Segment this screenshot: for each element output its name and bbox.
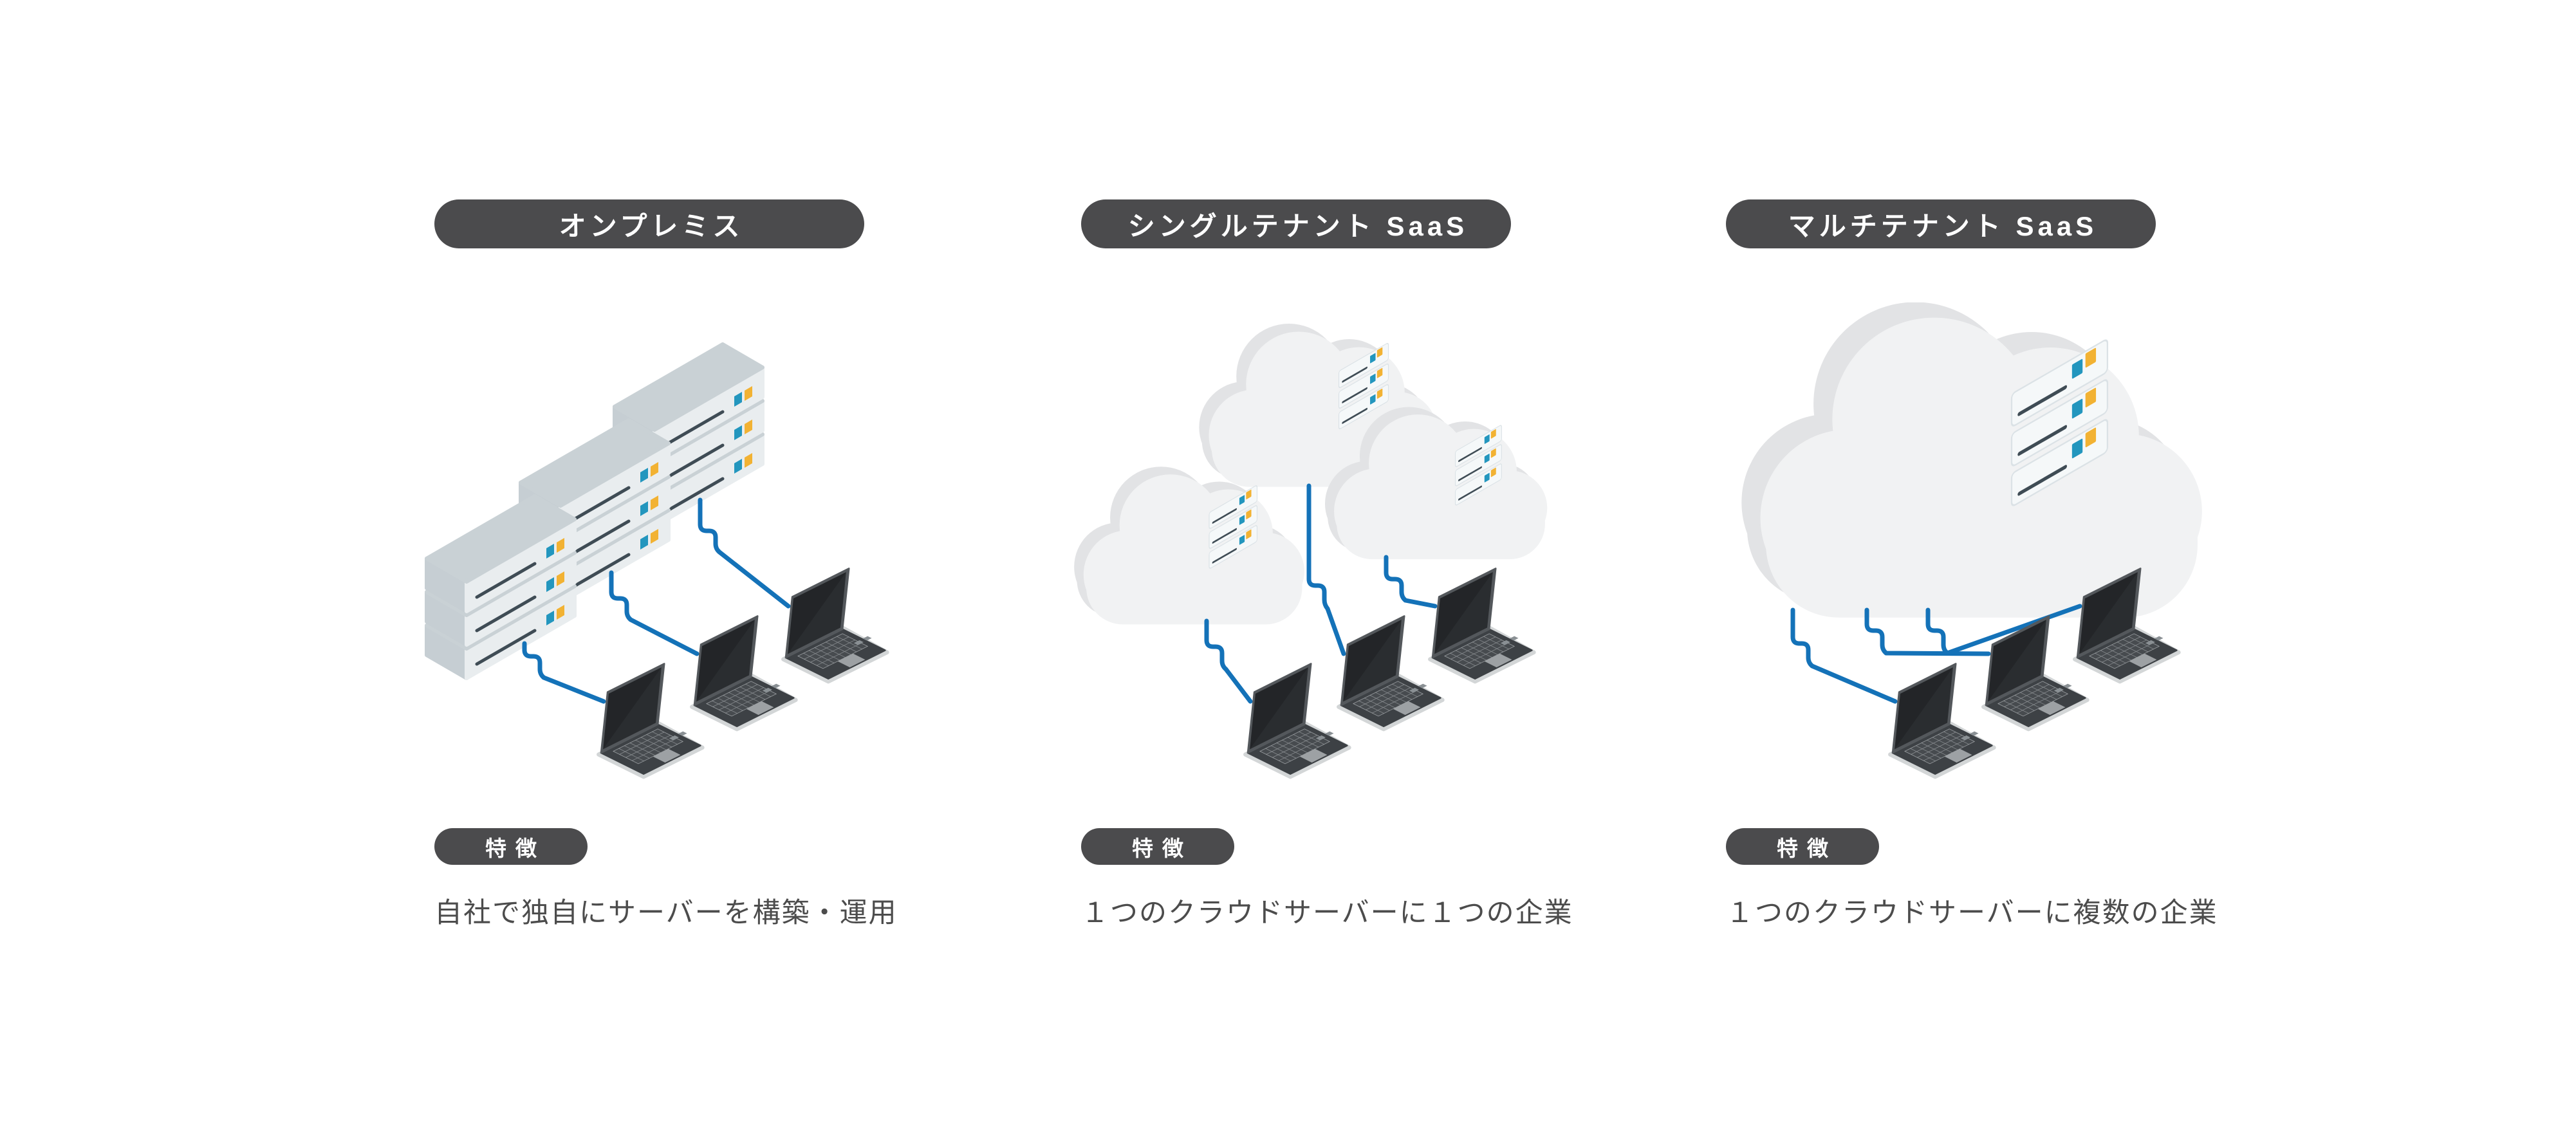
cloud-icon — [1074, 467, 1304, 624]
laptop-icon — [1430, 568, 1534, 681]
multi-tenant-illustration — [1696, 302, 2263, 791]
feature-description: 自社で独自にサーバーを構築・運用 — [434, 898, 898, 929]
column-title: シングルテナント SaaS — [1127, 210, 1469, 241]
column-title: オンプレミス — [559, 210, 744, 241]
client-laptop-group — [598, 568, 887, 777]
feature-label: 特徴 — [485, 836, 546, 860]
feature-pill: 特徴 — [434, 828, 588, 865]
laptop-icon — [598, 663, 702, 777]
cable-line — [1925, 604, 2082, 656]
column-single-tenant-saas: シングルテナント SaaS 特徴 １つのクラウドサーバーに１つの企業 — [1006, 199, 1586, 929]
laptop-icon — [783, 568, 887, 681]
cable-line — [698, 497, 791, 609]
cable-line — [1864, 607, 1991, 656]
cable-group — [1790, 604, 2082, 704]
title-pill-multi-tenant: マルチテナント SaaS — [1726, 199, 2156, 248]
feature-pill: 特徴 — [1081, 828, 1234, 865]
feature-description: １つのクラウドサーバーに複数の企業 — [1726, 898, 2218, 929]
on-premise-illustration — [405, 302, 971, 791]
cable-line — [1384, 555, 1438, 609]
cable-line — [1790, 607, 1898, 704]
title-pill-on-premise: オンプレミス — [434, 199, 864, 248]
column-multi-tenant-saas: マルチテナント SaaS 特徴 １つのクラウドサーバーに複数の企業 — [1651, 199, 2230, 929]
cable-group — [1204, 483, 1438, 704]
server-stack-1 — [427, 496, 575, 678]
laptop-icon — [692, 616, 795, 729]
cloud-server-group — [1741, 302, 2202, 618]
cable-line — [609, 570, 700, 656]
cloud-icon-large — [1741, 302, 2202, 618]
feature-label: 特徴 — [1777, 836, 1837, 860]
cable-line — [522, 641, 606, 704]
feature-description: １つのクラウドサーバーに１つの企業 — [1081, 898, 1573, 929]
laptop-icon — [1339, 616, 1442, 729]
single-tenant-illustration — [1052, 302, 1618, 791]
cable-group — [522, 497, 791, 704]
laptop-icon — [1890, 663, 1994, 777]
feature-pill: 特徴 — [1726, 828, 1879, 865]
laptop-icon — [1245, 663, 1349, 777]
column-on-premise: オンプレミス 特徴 自社で独自にサーバーを構築・運用 — [360, 199, 939, 929]
server-stack-group — [427, 344, 763, 678]
feature-label: 特徴 — [1132, 836, 1192, 860]
title-pill-single-tenant: シングルテナント SaaS — [1081, 199, 1511, 248]
cable-line — [1204, 618, 1253, 704]
column-title: マルチテナント SaaS — [1788, 210, 2098, 241]
cable-line — [1306, 483, 1346, 656]
